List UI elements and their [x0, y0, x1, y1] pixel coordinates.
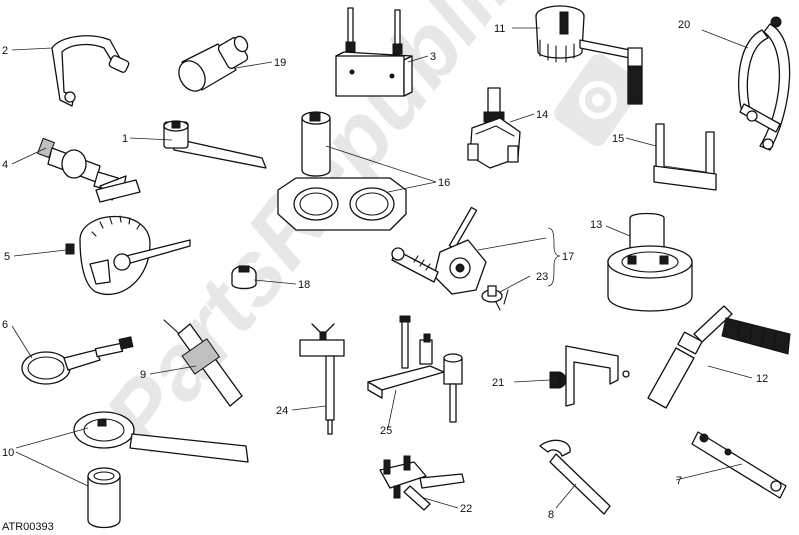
tool-16-sleeve-and-ring-plate: [277, 111, 407, 231]
watermark-text: PartsRepublik: [85, 0, 549, 467]
tool-1-wrench: [163, 120, 267, 169]
tool-14-puller-body: [467, 87, 521, 169]
tool-8-pin-spanner: [539, 439, 611, 515]
part-labels: 2 1 3 4 5 6 7 8 9 10 11 12 13 14 15 16 1…: [2, 19, 768, 533]
tool-5-degree-wheel: [65, 215, 191, 295]
tool-12-slide-hammer: [647, 305, 791, 409]
label-4: 4: [2, 159, 8, 171]
label-13: 13: [590, 219, 602, 231]
tool-13-cylinder-with-handle: [607, 212, 693, 312]
label-8: 8: [548, 509, 554, 521]
tool-25-bridge: [367, 315, 463, 423]
label-7: 7: [676, 475, 682, 487]
tool-6-strap-wrench: [21, 336, 134, 385]
label-3: 3: [430, 51, 436, 63]
label-5: 5: [4, 251, 10, 263]
label-18: 18: [298, 279, 310, 291]
label-12: 12: [756, 373, 768, 385]
tool-19-socket: [178, 35, 249, 92]
label-11: 11: [494, 23, 505, 35]
tool-20-arc-bracket: [737, 16, 791, 151]
watermark-gear-icon: [554, 53, 642, 147]
tool-24-locking-pin: [299, 323, 345, 435]
diagram-code: ATR00393: [2, 521, 54, 533]
label-2: 2: [2, 45, 8, 57]
tool-4-t-handle-puller: [36, 137, 141, 203]
label-21: 21: [492, 377, 504, 389]
label-14: 14: [536, 109, 548, 121]
tool-21-knob-bracket: [549, 345, 630, 407]
label-25: 25: [380, 425, 392, 437]
label-9: 9: [140, 369, 146, 381]
tool-22-sprocket-holder: [379, 455, 465, 511]
tool-3-plate-with-pins: [335, 7, 413, 97]
leader-lines: [11, 27, 753, 509]
tool-11-clamp: [535, 5, 643, 105]
tool-23-disc: [481, 285, 509, 311]
label-6: 6: [2, 319, 8, 331]
label-19: 19: [274, 57, 286, 69]
tool-15-bracket: [653, 123, 717, 191]
label-24: 24: [276, 405, 288, 417]
label-17: 17: [562, 251, 574, 263]
tool-9-handle-tool: [163, 319, 243, 407]
tool-18-nut: [231, 265, 257, 290]
bracket-17: [547, 227, 561, 287]
label-1: 1: [122, 133, 128, 145]
label-15: 15: [612, 133, 624, 145]
tool-17-flywheel-holder: [391, 206, 487, 295]
tool-10-spanner-and-socket: [73, 411, 249, 529]
label-22: 22: [460, 503, 472, 515]
label-20: 20: [678, 19, 690, 31]
tool-2-hook-wrench: [51, 35, 130, 107]
label-23: 23: [536, 271, 548, 283]
label-16: 16: [438, 177, 450, 189]
label-10: 10: [2, 447, 14, 459]
